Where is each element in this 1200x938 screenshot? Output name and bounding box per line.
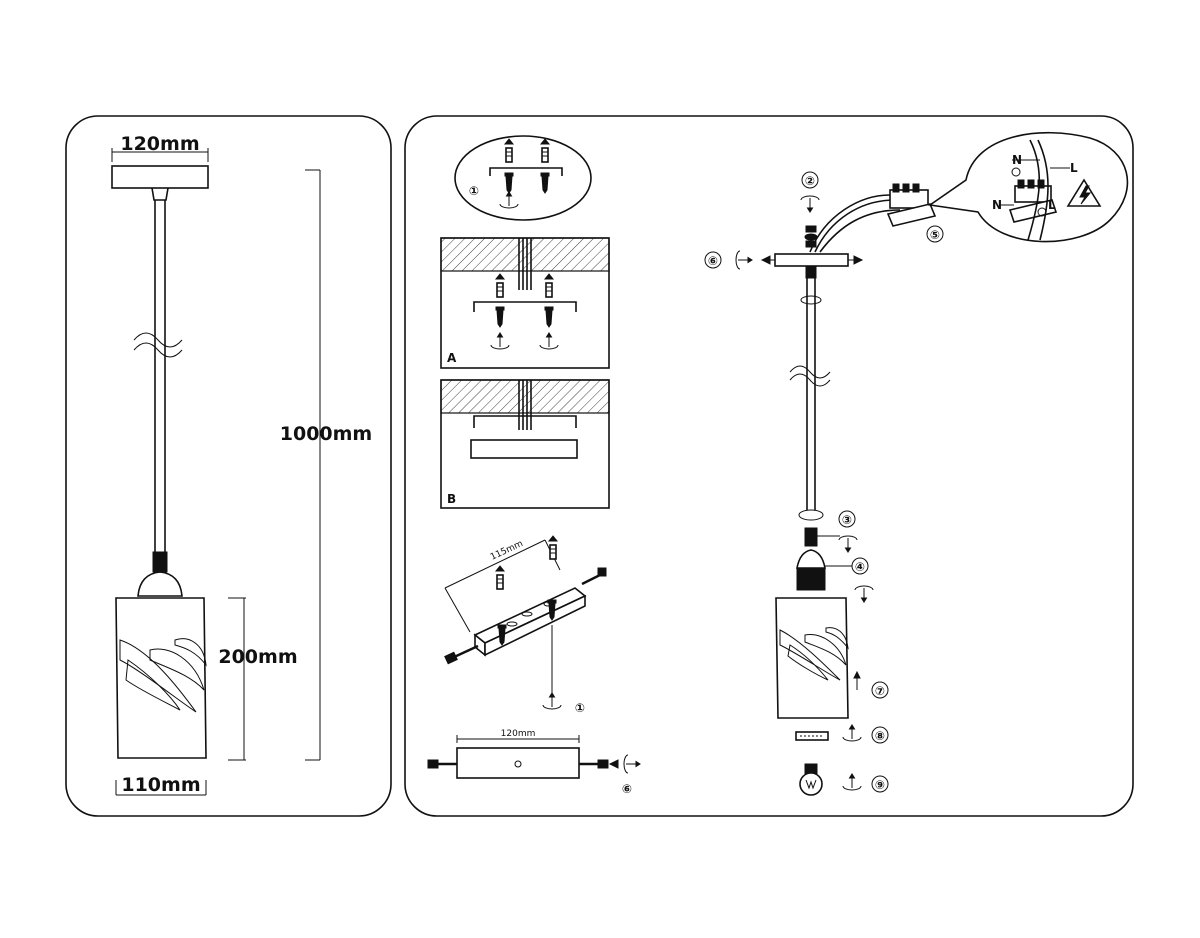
wire-l-top: L xyxy=(1070,161,1078,175)
assembly-column: ② ⑥ ⑤ N L xyxy=(704,132,1129,796)
warning-high-voltage-icon xyxy=(1066,178,1102,207)
mount-label-b: B xyxy=(447,492,456,506)
callout-bubble xyxy=(454,135,592,221)
mounting-bracket: 115mm ① xyxy=(444,535,607,715)
bulb-icon xyxy=(799,763,823,796)
canopy-side-width-label: 120mm xyxy=(501,729,536,739)
step-3: ③ xyxy=(842,513,852,527)
step-4: ④ xyxy=(855,560,865,574)
wire-n-top: N xyxy=(1012,153,1022,167)
assembly-canopy xyxy=(774,253,849,267)
shade-height-label: 200mm xyxy=(218,646,297,668)
canopy-width-label: 120mm xyxy=(120,133,199,155)
mount-label-a: A xyxy=(447,351,457,365)
callout-step: ① xyxy=(469,184,479,198)
left-panel: 120mm 1000mm 200mm 110mm xyxy=(65,115,392,817)
step-6: ⑥ xyxy=(708,254,718,268)
wire-l-bottom: L xyxy=(1048,198,1056,212)
canopy-side-view: 120mm ⑥ xyxy=(427,729,641,796)
step-5: ⑤ xyxy=(930,228,940,242)
shade-width-label: 110mm xyxy=(121,774,200,796)
lamp-socket xyxy=(796,567,826,591)
assembly-shade xyxy=(775,597,849,719)
glass-shade xyxy=(115,597,207,759)
canopy xyxy=(111,165,209,189)
step-8: ⑧ xyxy=(875,729,885,743)
bracket-spacing-label: 115mm xyxy=(489,539,525,563)
left-panel-frame xyxy=(65,115,392,817)
wire-n-bottom: N xyxy=(992,198,1002,212)
cable-grip xyxy=(152,551,168,573)
total-length-label: 1000mm xyxy=(280,423,372,445)
mounting-column: ① A B xyxy=(427,135,641,796)
step-9: ⑨ xyxy=(875,778,885,792)
step-2: ② xyxy=(805,174,815,188)
step-7: ⑦ xyxy=(875,684,885,698)
bracket-step: ① xyxy=(575,701,585,715)
right-panel-frame xyxy=(404,115,1134,817)
wiring-callout xyxy=(927,132,1129,243)
canopy-side-step: ⑥ xyxy=(622,782,632,796)
